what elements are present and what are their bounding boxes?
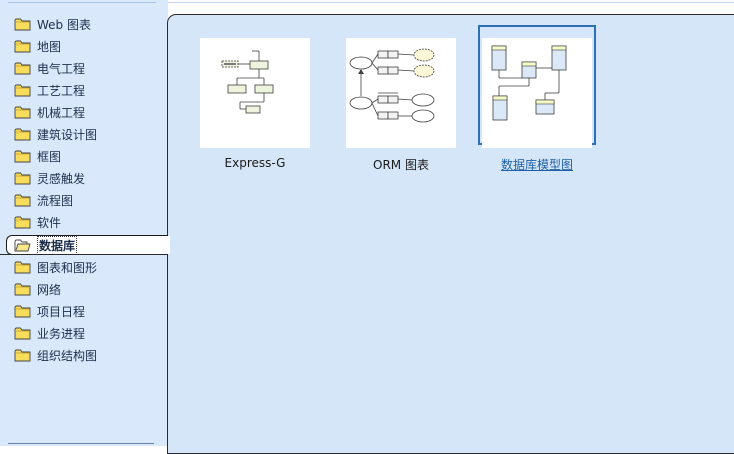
folder-icon	[14, 194, 31, 207]
sidebar-item-brainstorm[interactable]: 灵感触发	[14, 168, 164, 188]
template-label: Express-G	[224, 156, 286, 170]
top-divider	[168, 2, 734, 3]
sidebar-item-label: 机械工程	[37, 105, 86, 120]
folder-icon	[14, 216, 31, 229]
folder-icon	[14, 84, 31, 97]
folder-icon	[14, 349, 31, 362]
folder-icon	[14, 128, 31, 141]
sidebar-item-process[interactable]: 工艺工程	[14, 80, 164, 100]
sidebar-item-web[interactable]: Web 图表	[14, 14, 164, 34]
sidebar-item-software[interactable]: 软件	[14, 212, 164, 232]
sidebar-item-business-process[interactable]: 业务进程	[14, 323, 164, 343]
folder-icon	[14, 305, 31, 318]
sidebar-item-org-chart[interactable]: 组织结构图	[14, 345, 164, 365]
sidebar-item-label: 软件	[37, 215, 62, 230]
sidebar-item-project-schedule[interactable]: 项目日程	[14, 301, 164, 321]
template-label: ORM 图表	[373, 158, 429, 172]
sidebar-top-divider	[8, 2, 156, 3]
folder-icon	[14, 18, 31, 31]
sidebar-item-label: 地图	[37, 39, 62, 54]
folder-icon	[14, 327, 31, 340]
sidebar-item-label: 工艺工程	[37, 83, 86, 98]
sidebar-item-mechanical[interactable]: 机械工程	[14, 102, 164, 122]
sidebar-item-network[interactable]: 网络	[14, 279, 164, 299]
sidebar-item-database[interactable]: 数据库	[6, 235, 168, 255]
sidebar-item-electrical[interactable]: 电气工程	[14, 58, 164, 78]
sidebar-item-label: 流程图	[37, 193, 74, 208]
template-gallery: Express-G	[167, 14, 734, 454]
template-thumbnail	[346, 38, 456, 148]
folder-icon	[14, 62, 31, 75]
sidebar-item-label: Web 图表	[37, 17, 91, 32]
template-express-g[interactable]: Express-G	[199, 38, 311, 170]
sidebar-item-flowchart[interactable]: 流程图	[14, 190, 164, 210]
selected-item-connector	[166, 236, 170, 254]
folder-icon	[14, 283, 31, 296]
folder-icon	[14, 40, 31, 53]
sidebar-item-label: 电气工程	[37, 61, 86, 76]
folder-icon	[14, 261, 31, 274]
sidebar-item-label: 业务进程	[37, 326, 86, 341]
folder-icon	[14, 150, 31, 163]
sidebar-item-label: 建筑设计图	[37, 127, 98, 142]
sidebar-item-label: 组织结构图	[37, 348, 98, 363]
template-database-model[interactable]: 数据库模型图	[478, 25, 596, 173]
orm-diagram-icon	[349, 48, 435, 123]
database-model-diagram-icon	[491, 45, 567, 121]
sidebar-item-block-diagram[interactable]: 框图	[14, 146, 164, 166]
sidebar-item-label: 网络	[37, 282, 62, 297]
template-label: 数据库模型图	[500, 158, 573, 172]
folder-icon	[14, 172, 31, 185]
selected-item-underline	[0, 254, 168, 255]
sidebar-item-label: 项目日程	[37, 304, 86, 319]
folder-open-icon	[14, 239, 31, 252]
sidebar-item-label: 数据库	[37, 235, 78, 255]
template-thumbnail	[482, 38, 592, 148]
template-thumbnail	[200, 38, 310, 148]
template-orm[interactable]: ORM 图表	[345, 38, 457, 173]
sidebar-item-label: 框图	[37, 149, 62, 164]
folder-icon	[14, 106, 31, 119]
sidebar-bottom-divider	[8, 443, 154, 444]
sidebar-item-architecture[interactable]: 建筑设计图	[14, 124, 164, 144]
sidebar-item-map[interactable]: 地图	[14, 36, 164, 56]
express-g-diagram-icon	[221, 50, 274, 114]
sidebar-item-label: 图表和图形	[37, 260, 98, 275]
sidebar-item-label: 灵感触发	[37, 171, 86, 186]
sidebar-item-charts-graphs[interactable]: 图表和图形	[14, 257, 164, 277]
